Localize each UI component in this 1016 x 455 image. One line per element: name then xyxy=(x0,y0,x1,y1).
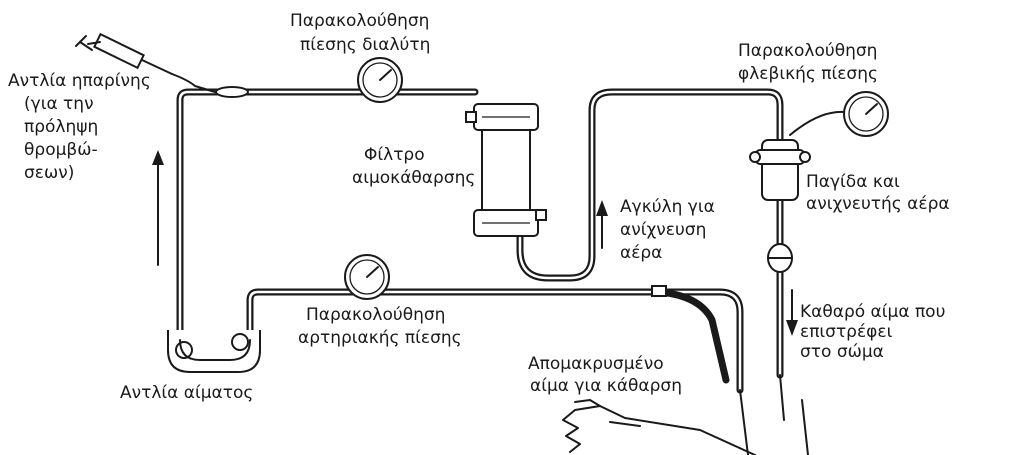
label-solvent-pressure-line-2: πίεσης διαλύτη xyxy=(300,35,430,55)
label-air-loop-line-2: ανίχνευση xyxy=(620,220,706,240)
label-air-trap-line-2: ανιχνευτής αέρα xyxy=(806,194,950,214)
tubing-circuit xyxy=(176,88,846,394)
label-removed-blood: Απομακρυσμένο αίμα για κάθαρση xyxy=(528,354,682,396)
flow-arrow-left xyxy=(152,150,164,266)
label-arterial-pressure: Παρακολούθηση αρτηριακής πίεσης xyxy=(298,305,462,348)
label-heparin-pump-line-2: (για την xyxy=(24,94,94,114)
label-dialysis-filter-line-2: αιμοκάθαρσης xyxy=(352,168,475,188)
label-removed-blood-line-2: αίμα για κάθαρση xyxy=(530,376,682,396)
label-clean-blood-line-3: στο σώμα xyxy=(800,342,884,362)
label-air-trap: Παγίδα και ανιχνευτής αέρα xyxy=(806,172,950,214)
label-venous-pressure: Παρακολούθηση φλεβικής πίεσης xyxy=(738,41,878,84)
heparin-syringe xyxy=(75,32,249,98)
arterial-line-clip xyxy=(651,285,667,297)
label-air-loop-line-3: αέρα xyxy=(620,243,662,263)
return-flow-arrow xyxy=(786,289,798,336)
label-venous-pressure-line-2: φλεβικής πίεσης xyxy=(738,64,878,84)
label-removed-blood-line-1: Απομακρυσμένο xyxy=(528,354,664,374)
label-air-trap-line-1: Παγίδα και xyxy=(806,172,900,192)
label-heparin-pump-line-4: θρομβώ- xyxy=(24,140,98,160)
air-loop-arrow xyxy=(596,200,608,249)
label-solvent-pressure-line-1: Παρακολούθηση xyxy=(290,11,429,31)
label-blood-pump-text: Αντλία αίματος xyxy=(120,383,253,403)
patient-arm xyxy=(562,374,809,455)
venous-pressure-gauge xyxy=(843,91,889,137)
label-arterial-pressure-line-1: Παρακολούθηση xyxy=(306,305,445,325)
label-heparin-pump-line-1: Αντλία ηπαρίνης xyxy=(8,71,151,91)
label-blood-pump: Αντλία αίματος xyxy=(120,383,253,403)
air-trap xyxy=(749,139,811,201)
label-dialysis-filter-line-1: Φίλτρο xyxy=(364,145,425,165)
arterial-pressure-gauge xyxy=(344,254,390,300)
label-venous-pressure-line-1: Παρακολούθηση xyxy=(738,41,877,61)
label-dialysis-filter: Φίλτρο αιμοκάθαρσης xyxy=(352,145,475,188)
label-heparin-pump-line-5: σεων) xyxy=(24,163,74,183)
label-air-detection-loop: Αγκύλη για ανίχνευση αέρα xyxy=(620,197,715,263)
label-heparin-pump-line-3: πρόληψη xyxy=(24,117,98,137)
dialysis-filter xyxy=(465,103,547,237)
air-detector-clamp xyxy=(767,243,793,273)
label-clean-blood-line-1: Καθαρό αίμα που xyxy=(800,302,945,322)
label-solvent-pressure: Παρακολούθηση πίεσης διαλύτη xyxy=(290,11,430,55)
label-heparin-pump: Αντλία ηπαρίνης (για την πρόληψη θρομβώ-… xyxy=(8,71,151,183)
solvent-pressure-gauge xyxy=(357,57,403,103)
label-arterial-pressure-line-2: αρτηριακής πίεσης xyxy=(298,328,462,348)
blood-pump xyxy=(167,330,261,373)
label-clean-blood-line-2: επιστρέφει xyxy=(800,322,893,342)
label-air-loop-line-1: Αγκύλη για xyxy=(620,197,715,217)
label-clean-blood: Καθαρό αίμα που επιστρέφει στο σώμα xyxy=(800,302,945,362)
